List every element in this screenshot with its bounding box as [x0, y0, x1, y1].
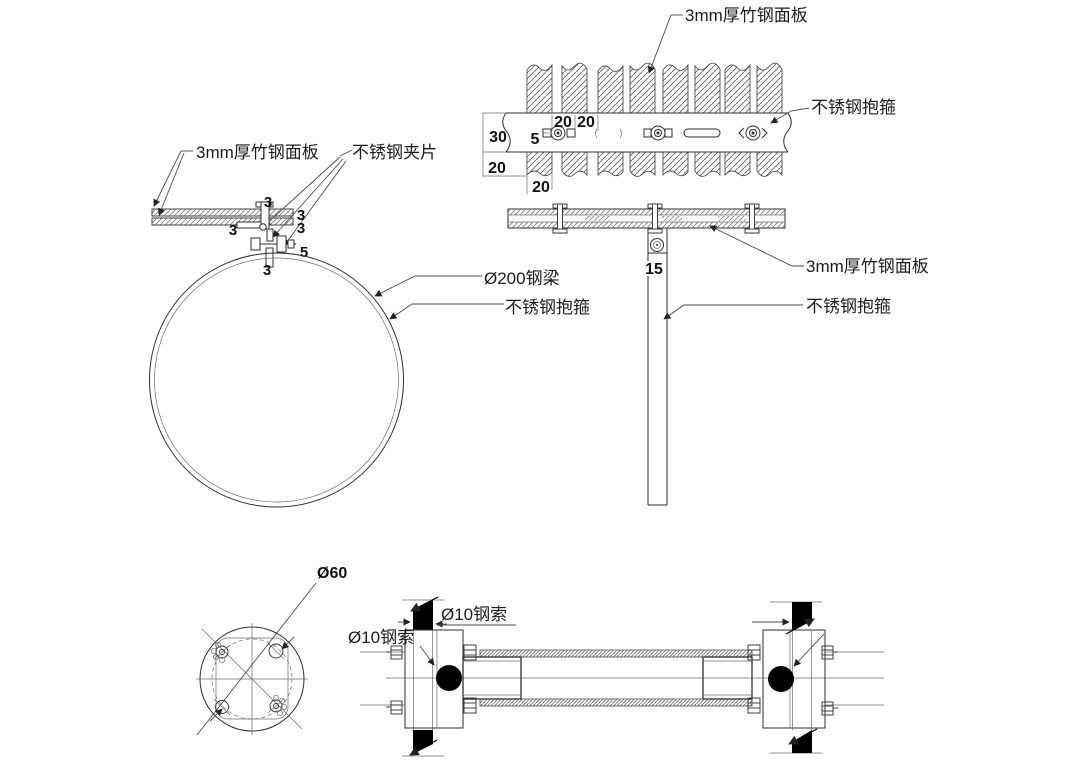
label-cable-leader: Ø10钢索: [348, 628, 414, 647]
leader-clip: [263, 149, 353, 247]
dim-20-a: 20: [554, 114, 572, 131]
leader-hoop-circle: [389, 303, 504, 320]
leader-hoop-plan: [770, 107, 810, 124]
detail-band-plan: 20 20 30 5 20 20 3mm厚竹钢面板 不锈钢抱箍: [482, 6, 896, 196]
label-beam: Ø200钢梁: [484, 269, 560, 288]
tube-wall-bottom: [479, 698, 753, 707]
leader-panel-topleft: [153, 150, 193, 216]
label-hoop-section: 不锈钢抱箍: [806, 297, 891, 316]
dim-30: 30: [489, 129, 507, 146]
plan-dim-lines: [482, 112, 599, 194]
panel-strip-upper: [151, 208, 294, 217]
cable-left: [409, 596, 439, 756]
cable-dim: [398, 618, 790, 628]
dim-5-clamp: 5: [300, 244, 308, 261]
slats-upper: [526, 62, 783, 114]
dim-3-right-lower: 3: [297, 220, 305, 237]
bolt-sw: [213, 698, 231, 716]
leader-hoop-section: [663, 304, 803, 320]
band-mark-2: [619, 128, 622, 139]
leader-cable-right: [793, 633, 825, 667]
dim-20-b: 20: [577, 114, 595, 131]
band-break-left: [502, 112, 511, 153]
dim-20-left: 20: [488, 160, 506, 177]
cable-fitting-left: [436, 665, 462, 691]
band-break-right: [783, 112, 792, 153]
bolts-left-outer: [386, 645, 403, 715]
leader-cable-left: [419, 645, 435, 666]
leader-beam: [374, 275, 482, 297]
bolt-ne: [267, 642, 285, 660]
detail-panel-section: 15 3mm厚竹钢面板 不锈钢抱箍: [507, 203, 929, 506]
label-clip: 不锈钢夹片: [352, 143, 437, 162]
dim-60: Ø60: [317, 565, 347, 582]
dim-3-right-upper: 3: [297, 207, 305, 224]
sleeves: [462, 656, 753, 700]
dim-3-top: 3: [264, 194, 272, 211]
band-slot: [683, 128, 721, 138]
detail-end-view: Ø60: [196, 565, 347, 736]
leader-panel-plan: [647, 14, 683, 74]
dim-3-bottom: 3: [263, 262, 271, 279]
beam-circle: [154, 257, 399, 503]
dim-20-bottom: 20: [532, 179, 550, 196]
detail-beam-clamp: 3 3 3 3 5 3 3mm厚竹钢面板 不锈钢夹片 Ø200钢梁 不锈钢抱箍: [149, 143, 590, 508]
label-hoop-plan: 不锈钢抱箍: [811, 98, 896, 117]
band-bolt-2: [643, 125, 673, 141]
band: [502, 112, 792, 153]
band-bolt-1: [542, 125, 576, 141]
label-hoop-circle: 不锈钢抱箍: [505, 298, 590, 317]
label-cable-dim: Ø10钢索: [441, 605, 507, 624]
dim-15: 15: [645, 261, 663, 278]
bolts-right-outer: [821, 645, 838, 716]
detail-cable-connector: Ø10钢索 Ø10钢索: [348, 596, 884, 757]
band-mark-1: [595, 128, 598, 139]
slats-lower: [526, 151, 783, 177]
band-bolt-3: [738, 125, 768, 141]
label-panel-plan: 3mm厚竹钢面板: [685, 6, 808, 25]
clip-assembly: [236, 201, 296, 268]
dim-5-plan: 5: [531, 131, 540, 148]
label-panel-section: 3mm厚竹钢面板: [806, 257, 929, 276]
hanger-bar: [643, 228, 668, 506]
cable-fitting-right: [768, 666, 794, 692]
panel-strip-lower: [151, 217, 294, 226]
bolt-nw: [211, 642, 231, 663]
bolt-se: [267, 695, 287, 716]
leader-panel-section: [709, 225, 804, 267]
tube-wall-top: [479, 649, 753, 658]
dim-3-left: 3: [229, 222, 237, 239]
hoop-circle: [149, 252, 404, 508]
label-panel-topleft: 3mm厚竹钢面板: [196, 143, 319, 162]
